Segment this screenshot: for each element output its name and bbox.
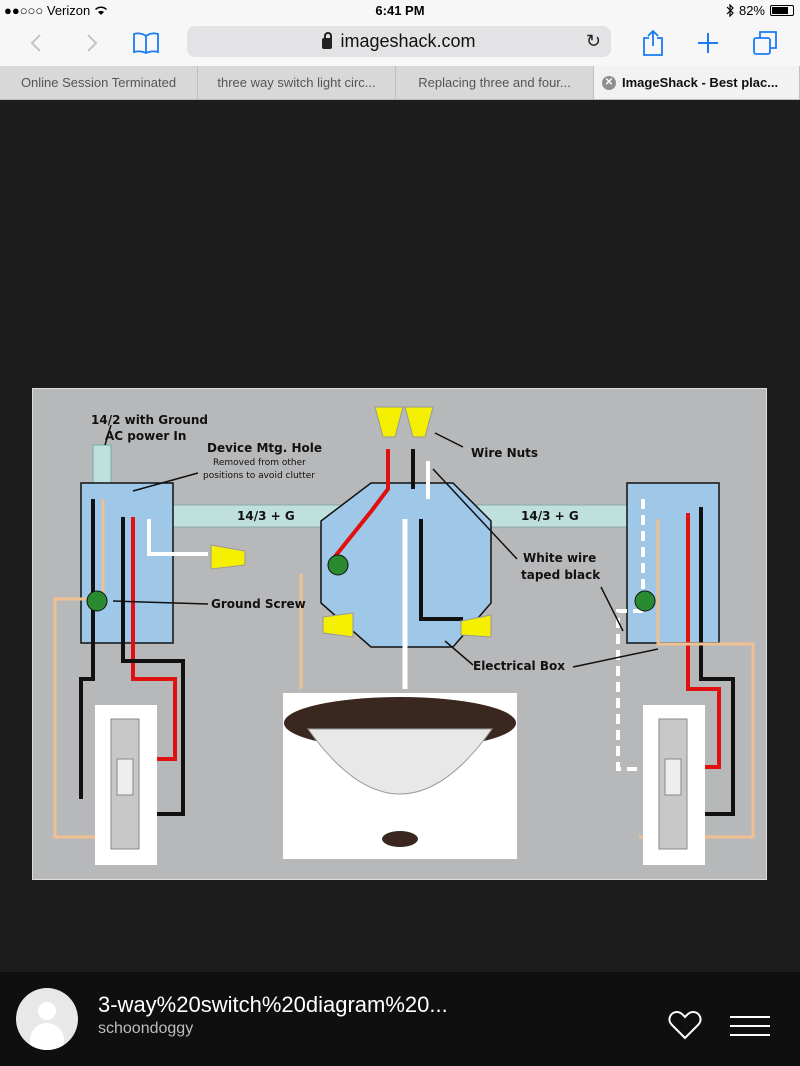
bluetooth-icon xyxy=(726,4,734,17)
black-wire xyxy=(699,507,735,816)
wiring-diagram-drawing xyxy=(53,406,755,865)
browser-toolbar: imageshack.com ↻ xyxy=(0,22,800,66)
url-text: imageshack.com xyxy=(340,31,476,51)
left-electrical-box xyxy=(80,482,174,644)
wire-nut-icon xyxy=(460,614,492,638)
electrical-box-label: Electrical Box xyxy=(473,659,565,673)
arrow-icon xyxy=(112,600,209,605)
username[interactable]: schoondoggy xyxy=(98,1020,194,1037)
light-globe xyxy=(307,728,493,795)
white-wire-taped-label-1: White wire xyxy=(523,551,597,565)
status-bar: ●●○○○ Verizon 6:41 PM 82% xyxy=(0,0,800,22)
image-info-bar: 3-way%20switch%20diagram%20... schoondog… xyxy=(0,972,800,1066)
lock-icon xyxy=(322,32,333,49)
power-in-label-1: 14/2 with Ground xyxy=(91,413,208,427)
battery-icon xyxy=(770,5,794,16)
mtg-hole-label: Device Mtg. Hole xyxy=(207,441,323,455)
bookmarks-button[interactable] xyxy=(130,28,162,58)
wiring-diagram-image: 14/2 with Ground AC power In Device Mtg.… xyxy=(32,388,767,880)
share-icon xyxy=(643,29,663,56)
switch-toggle xyxy=(116,758,134,796)
forward-button[interactable] xyxy=(76,28,108,58)
ground-screw-label: Ground Screw xyxy=(211,597,306,611)
tab-label: Replacing three and four... xyxy=(418,75,571,90)
white-wire-taped-label-2: taped black xyxy=(521,568,601,582)
switch-toggle xyxy=(664,758,682,796)
tab-label: three way switch light circ... xyxy=(217,75,376,90)
tab-bar: Online Session Terminated three way swit… xyxy=(0,66,800,100)
power-cable xyxy=(92,444,112,486)
avatar[interactable] xyxy=(16,988,78,1050)
black-wire xyxy=(121,517,185,816)
light-finial xyxy=(382,831,418,847)
tan-wire xyxy=(53,499,105,839)
mtg-hole-note-1: Removed from other xyxy=(213,458,306,468)
red-wire xyxy=(331,449,390,561)
mtg-hole-note-2: positions to avoid clutter xyxy=(203,471,315,481)
image-title[interactable]: 3-way%20switch%20diagram%20... xyxy=(98,992,448,1017)
ground-screw-icon xyxy=(634,590,656,612)
red-wire xyxy=(131,517,177,761)
tab-three-way-switch[interactable]: three way switch light circ... xyxy=(198,66,396,99)
tab-label: Online Session Terminated xyxy=(20,75,177,90)
black-wire xyxy=(419,519,463,621)
back-button[interactable] xyxy=(20,28,52,58)
switch-icon xyxy=(658,718,688,850)
reload-icon[interactable]: ↻ xyxy=(585,31,601,51)
plus-icon xyxy=(698,33,718,53)
heart-icon[interactable] xyxy=(668,1010,702,1040)
arrow-icon xyxy=(432,468,518,560)
wifi-icon xyxy=(95,6,108,15)
wire-nut-icon xyxy=(404,406,434,438)
tabs-overview-button[interactable] xyxy=(749,28,781,58)
tab-label: ImageShack - Best plac... xyxy=(622,75,779,90)
wire-nuts-label: Wire Nuts xyxy=(471,446,539,460)
wire-nut-icon xyxy=(322,612,354,638)
power-in-label-2: AC power In xyxy=(105,429,187,443)
carrier-label: ●●○○○ Verizon xyxy=(4,3,91,18)
arrow-icon xyxy=(434,432,464,448)
tab-replacing-three[interactable]: Replacing three and four... xyxy=(396,66,594,99)
white-wire xyxy=(147,519,208,556)
arrow-icon xyxy=(600,586,624,632)
wire-nut-icon xyxy=(210,544,246,570)
tab-imageshack[interactable]: ✕ ImageShack - Best plac... xyxy=(594,66,800,99)
right-electrical-box xyxy=(626,482,720,644)
close-tab-icon[interactable]: ✕ xyxy=(602,75,616,90)
battery-percent: 82% xyxy=(738,3,765,18)
cable-right-label: 14/3 + G xyxy=(521,509,579,523)
page-content: 14/2 with Ground AC power In Device Mtg.… xyxy=(0,100,800,972)
arrow-icon xyxy=(104,424,112,446)
chevron-right-icon xyxy=(87,34,98,52)
arrow-icon xyxy=(132,472,199,492)
ground-screw-icon xyxy=(86,590,108,612)
cable-left-label: 14/3 + G xyxy=(237,509,295,523)
tab-online-session[interactable]: Online Session Terminated xyxy=(0,66,198,99)
new-tab-button[interactable] xyxy=(692,28,724,58)
chevron-left-icon xyxy=(30,34,41,52)
clock: 6:41 PM xyxy=(375,3,425,18)
arrow-icon xyxy=(444,640,474,666)
arrow-icon xyxy=(572,648,659,668)
black-wire xyxy=(79,499,95,799)
white-wire-taped xyxy=(616,499,645,771)
share-button[interactable] xyxy=(637,28,669,58)
menu-icon[interactable] xyxy=(730,1016,770,1043)
tan-wire xyxy=(639,519,755,839)
tabs-icon xyxy=(753,31,777,55)
red-wire xyxy=(686,513,721,769)
ground-screw-icon xyxy=(327,554,349,576)
book-icon xyxy=(133,32,159,54)
address-bar[interactable]: imageshack.com ↻ xyxy=(187,26,611,57)
wire-nut-icon xyxy=(374,406,404,438)
